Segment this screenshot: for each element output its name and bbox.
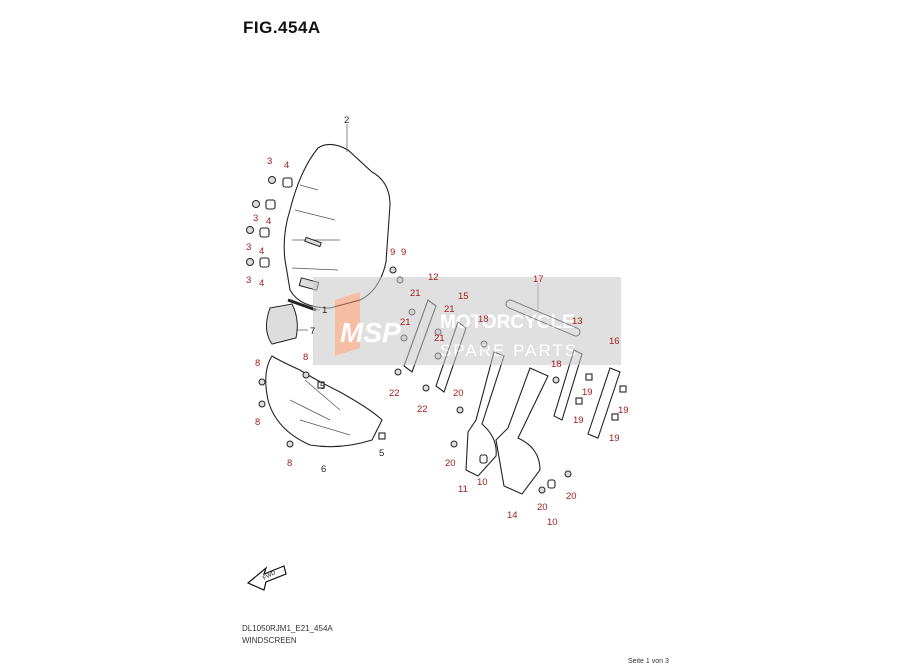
lower-cover-part[interactable] bbox=[265, 355, 383, 448]
callout-4[interactable]: 4 bbox=[284, 160, 289, 171]
callout-3[interactable]: 3 bbox=[253, 213, 258, 224]
callout-3[interactable]: 3 bbox=[246, 275, 251, 286]
callout-21[interactable]: 21 bbox=[410, 288, 421, 299]
callout-2[interactable]: 2 bbox=[344, 115, 349, 126]
callout-4[interactable]: 4 bbox=[266, 216, 271, 227]
callout-8[interactable]: 8 bbox=[303, 352, 308, 363]
callout-1[interactable]: 1 bbox=[322, 305, 327, 316]
stay-11[interactable] bbox=[465, 351, 505, 477]
watermark-line2: SPARE PARTS bbox=[440, 341, 578, 360]
callout-7[interactable]: 7 bbox=[310, 326, 315, 337]
figure-title: FIG.454A bbox=[243, 18, 321, 37]
callout-3[interactable]: 3 bbox=[267, 156, 272, 167]
callout-8[interactable]: 8 bbox=[287, 458, 292, 469]
callout-19[interactable]: 19 bbox=[609, 433, 620, 444]
callout-3[interactable]: 3 bbox=[246, 242, 251, 253]
fwd-arrow-icon: FWD bbox=[246, 565, 287, 591]
callout-9[interactable]: 9 bbox=[401, 247, 406, 258]
watermark-line1: MOTORCYCLE bbox=[440, 312, 575, 333]
callout-20[interactable]: 20 bbox=[445, 458, 456, 469]
callout-22[interactable]: 22 bbox=[389, 388, 400, 399]
callout-13[interactable]: 13 bbox=[572, 316, 583, 327]
callout-5[interactable]: 5 bbox=[379, 448, 384, 459]
callout-10[interactable]: 10 bbox=[477, 477, 488, 488]
callout-20[interactable]: 20 bbox=[537, 502, 548, 513]
callout-8[interactable]: 8 bbox=[255, 358, 260, 369]
callout-21[interactable]: 21 bbox=[400, 317, 411, 328]
figure-code: DL1050RJM1_E21_454A bbox=[242, 624, 333, 633]
callout-22[interactable]: 22 bbox=[417, 404, 428, 415]
bracket-16[interactable] bbox=[587, 367, 621, 439]
callout-20[interactable]: 20 bbox=[566, 491, 577, 502]
callout-6[interactable]: 6 bbox=[321, 464, 326, 475]
callout-4[interactable]: 4 bbox=[259, 246, 264, 257]
callout-19[interactable]: 19 bbox=[573, 415, 584, 426]
callout-18[interactable]: 18 bbox=[551, 359, 562, 370]
callout-18[interactable]: 18 bbox=[478, 314, 489, 325]
stay-14[interactable] bbox=[495, 367, 549, 495]
callout-5[interactable]: 5 bbox=[320, 381, 325, 392]
figure-name: WINDSCREEN bbox=[242, 636, 297, 645]
callout-12[interactable]: 12 bbox=[428, 272, 439, 283]
callout-20[interactable]: 20 bbox=[453, 388, 464, 399]
callout-15[interactable]: 15 bbox=[458, 291, 469, 302]
callout-8[interactable]: 8 bbox=[255, 417, 260, 428]
callout-9[interactable]: 9 bbox=[390, 247, 395, 258]
rubber-pad-part[interactable] bbox=[266, 303, 298, 345]
callout-10[interactable]: 10 bbox=[547, 517, 558, 528]
callout-19[interactable]: 19 bbox=[582, 387, 593, 398]
callout-4[interactable]: 4 bbox=[259, 278, 264, 289]
callout-21[interactable]: 21 bbox=[434, 333, 445, 344]
callout-21[interactable]: 21 bbox=[444, 304, 455, 315]
callout-14[interactable]: 14 bbox=[507, 510, 518, 521]
callout-17[interactable]: 17 bbox=[533, 274, 544, 285]
callout-19[interactable]: 19 bbox=[618, 405, 629, 416]
watermark: MSP MOTORCYCLE SPARE PARTS bbox=[313, 277, 621, 365]
callout-11[interactable]: 11 bbox=[458, 484, 468, 495]
callout-16[interactable]: 16 bbox=[609, 336, 620, 347]
watermark-logo: MSP bbox=[340, 317, 401, 348]
page-indicator: Seite 1 von 3 bbox=[628, 658, 669, 665]
